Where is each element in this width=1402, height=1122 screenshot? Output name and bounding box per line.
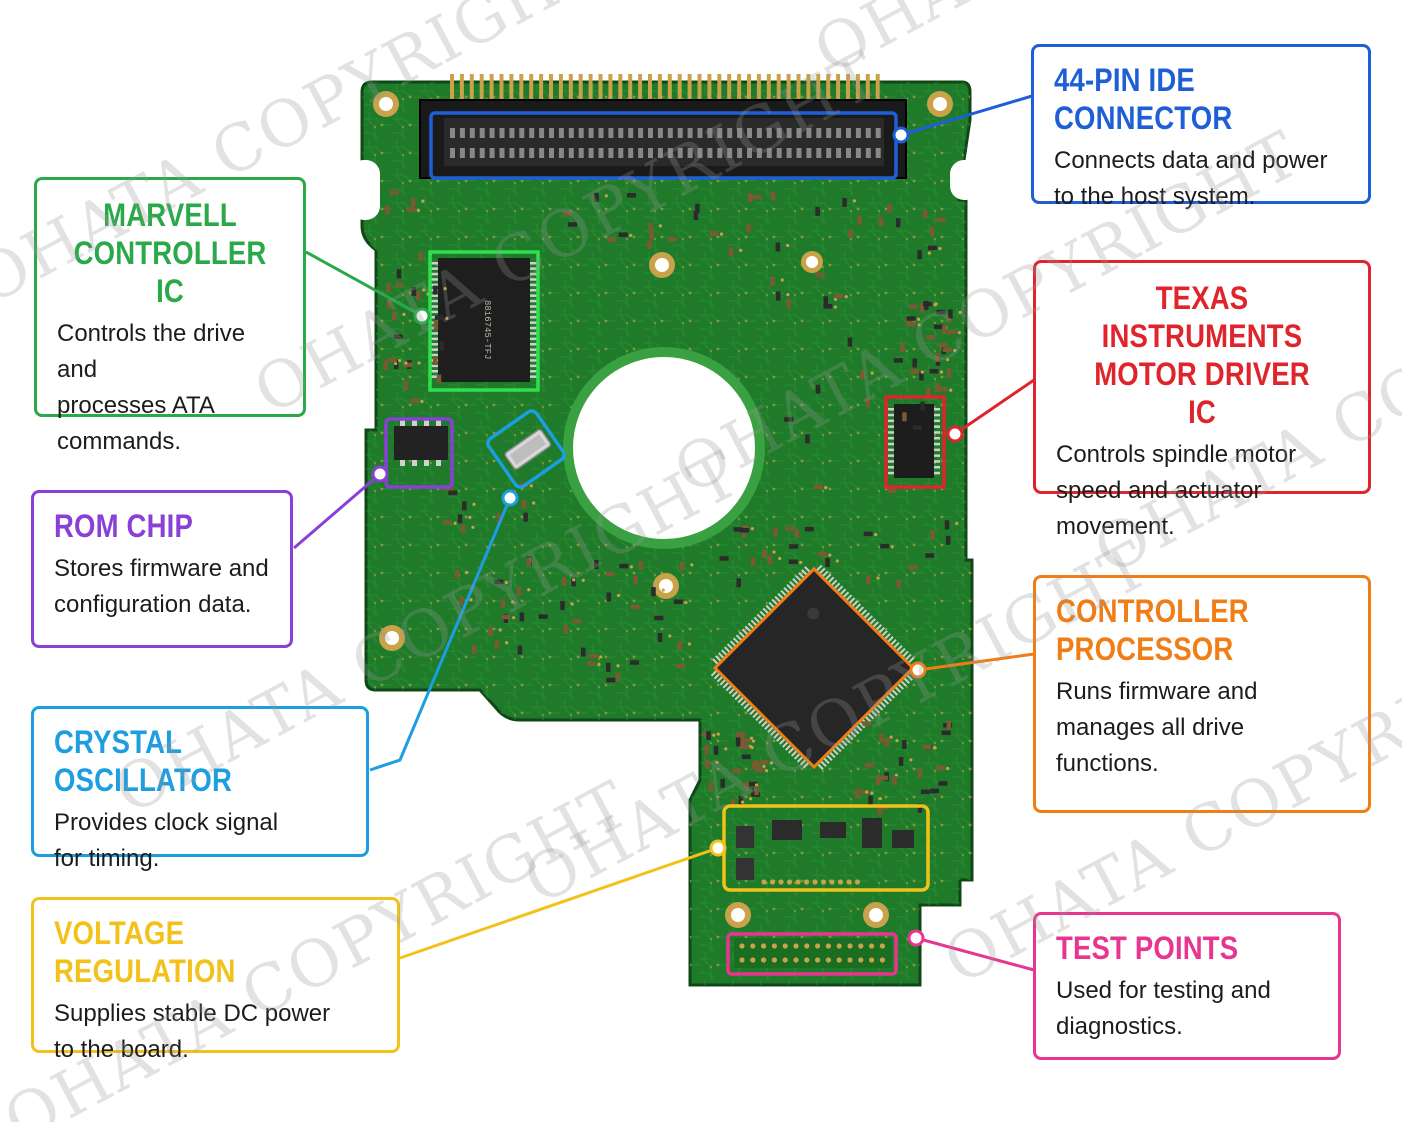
voltage-regulation-components [736,818,914,885]
voltage-leader [399,846,719,960]
processor-leader [917,652,1035,672]
rom-leader-dot [371,465,389,483]
callout-rom-chip: ROM CHIP Stores firmware and configurati… [31,490,293,648]
rom-highlight [384,417,454,489]
crystal-leader-dot [501,489,519,507]
callout-title: CRYSTAL OSCILLATOR [54,724,233,798]
callout-motor-driver: TEXAS INSTRUMENTS MOTOR DRIVER IC Contro… [1033,260,1371,540]
test-leader-dot [907,929,925,947]
callout-description: Controls the drive and processes ATA com… [57,320,246,455]
processor-highlight [712,566,916,770]
callout-title: TEST POINTS [1056,930,1239,966]
callout-description: Controls spindle motor speed and actuato… [1056,441,1297,540]
callout-voltage-regulation: VOLTAGE REGULATION Supplies stable DC po… [31,897,400,1063]
callout-title: 44-PIN IDE CONNECTOR [1054,62,1233,136]
callout-description: Connects data and power to the host syst… [1054,147,1328,210]
processor-leader-dot [909,661,927,679]
voltage-leader-dot [709,839,727,857]
ide-highlight [429,111,898,180]
ti-leader [954,378,1035,436]
callout-description: Stores firmware and configuration data. [54,555,269,618]
ide-leader-dot [892,126,910,144]
motor-driver-body [888,404,940,478]
ide-leader [900,94,1033,137]
callout-ide-connector: 44-PIN IDE CONNECTOR Connects data and p… [1031,44,1371,210]
callout-title: CONTROLLER PROCESSOR [1056,593,1249,667]
test-points-pads [734,938,892,968]
ti-highlight [884,395,946,489]
crystal-oscillator-body [504,429,552,470]
callout-description: Used for testing and diagnostics. [1056,977,1271,1040]
marvell-highlight [428,250,540,392]
callout-title: VOLTAGE REGULATION [54,915,236,989]
crystal-highlight [486,409,566,489]
callout-controller-processor: CONTROLLER PROCESSOR Runs firmware and m… [1033,575,1371,813]
callout-description: Runs firmware and manages all drive func… [1056,678,1258,777]
crystal-leader [369,497,512,772]
callout-description: Provides clock signal for timing. [54,809,279,872]
rom-chip-body [394,420,448,466]
callout-title: ROM CHIP [54,508,193,544]
callout-marvell-controller: MARVELL CONTROLLER IC Controls the drive… [34,177,306,455]
smd-components [383,190,962,816]
callout-crystal-oscillator: CRYSTAL OSCILLATOR Provides clock signal… [31,706,369,872]
callout-title: MARVELL CONTROLLER IC [73,197,267,309]
callout-test-points: TEST POINTS Used for testing and diagnos… [1033,912,1341,1060]
svg-text:88i6745-TFJ: 88i6745-TFJ [482,300,492,359]
callout-description: Supplies stable DC power to the board. [54,1000,331,1063]
callout-title: TEXAS INSTRUMENTS MOTOR DRIVER IC [1094,280,1310,430]
marvell-chip: 88i6745-TFJ [430,258,538,382]
rom-leader [293,472,381,550]
ide-connector-pins [450,74,880,104]
ti-leader-dot [946,425,964,443]
marvell-leader [305,250,423,318]
marvell-leader-dot [413,307,431,325]
mounting-holes [373,91,953,928]
test-leader [915,936,1035,972]
test-points-highlight [726,932,898,976]
